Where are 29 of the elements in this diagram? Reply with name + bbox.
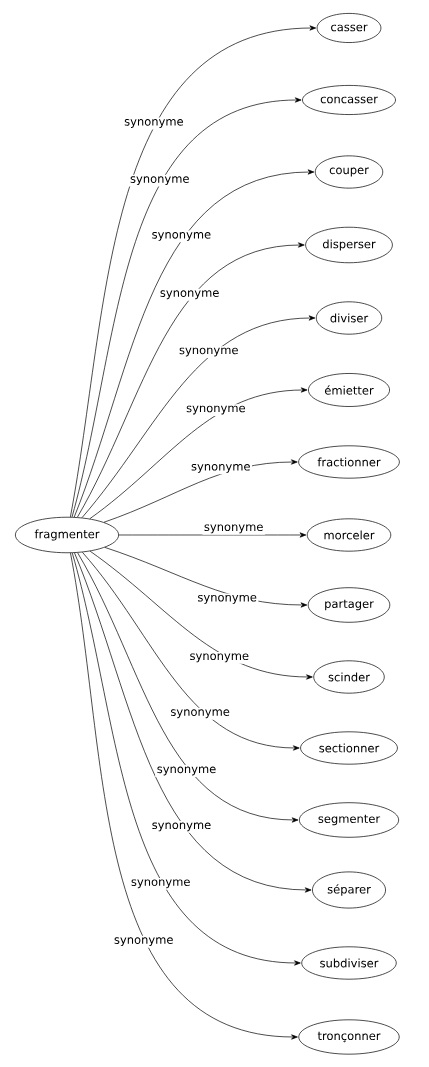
arrow [77,242,305,518]
edge-label: synonyme [189,462,252,475]
edge-label: synonyme [129,877,192,890]
edge-label: synonyme [150,821,213,833]
arrow [71,97,302,518]
edge-label: synonyme [168,707,232,720]
edge-label: synonyme [195,593,259,606]
edge-label: synonyme [155,765,218,777]
arrow [103,459,298,523]
edge-label: synonyme [188,651,251,664]
arrow [70,552,298,1040]
edge-label: synonyme [112,935,175,948]
edge-label: synonyme [202,522,265,535]
arrow [70,25,317,518]
edge-label: synonyme [158,288,221,301]
arrow [89,550,313,680]
edge-label: synonyme [122,117,186,130]
edge-label: synonyme [177,346,240,358]
arrow [118,532,307,538]
edge-label: synonyme [128,174,191,187]
arrow [82,551,300,751]
arrow [89,387,308,520]
arrow [81,315,316,518]
edge-label: synonyme [150,230,213,243]
arrow [74,552,312,893]
edge-label: synonyme [184,404,248,416]
arrow [73,169,315,518]
arrow [71,552,301,966]
arrow [77,552,299,823]
